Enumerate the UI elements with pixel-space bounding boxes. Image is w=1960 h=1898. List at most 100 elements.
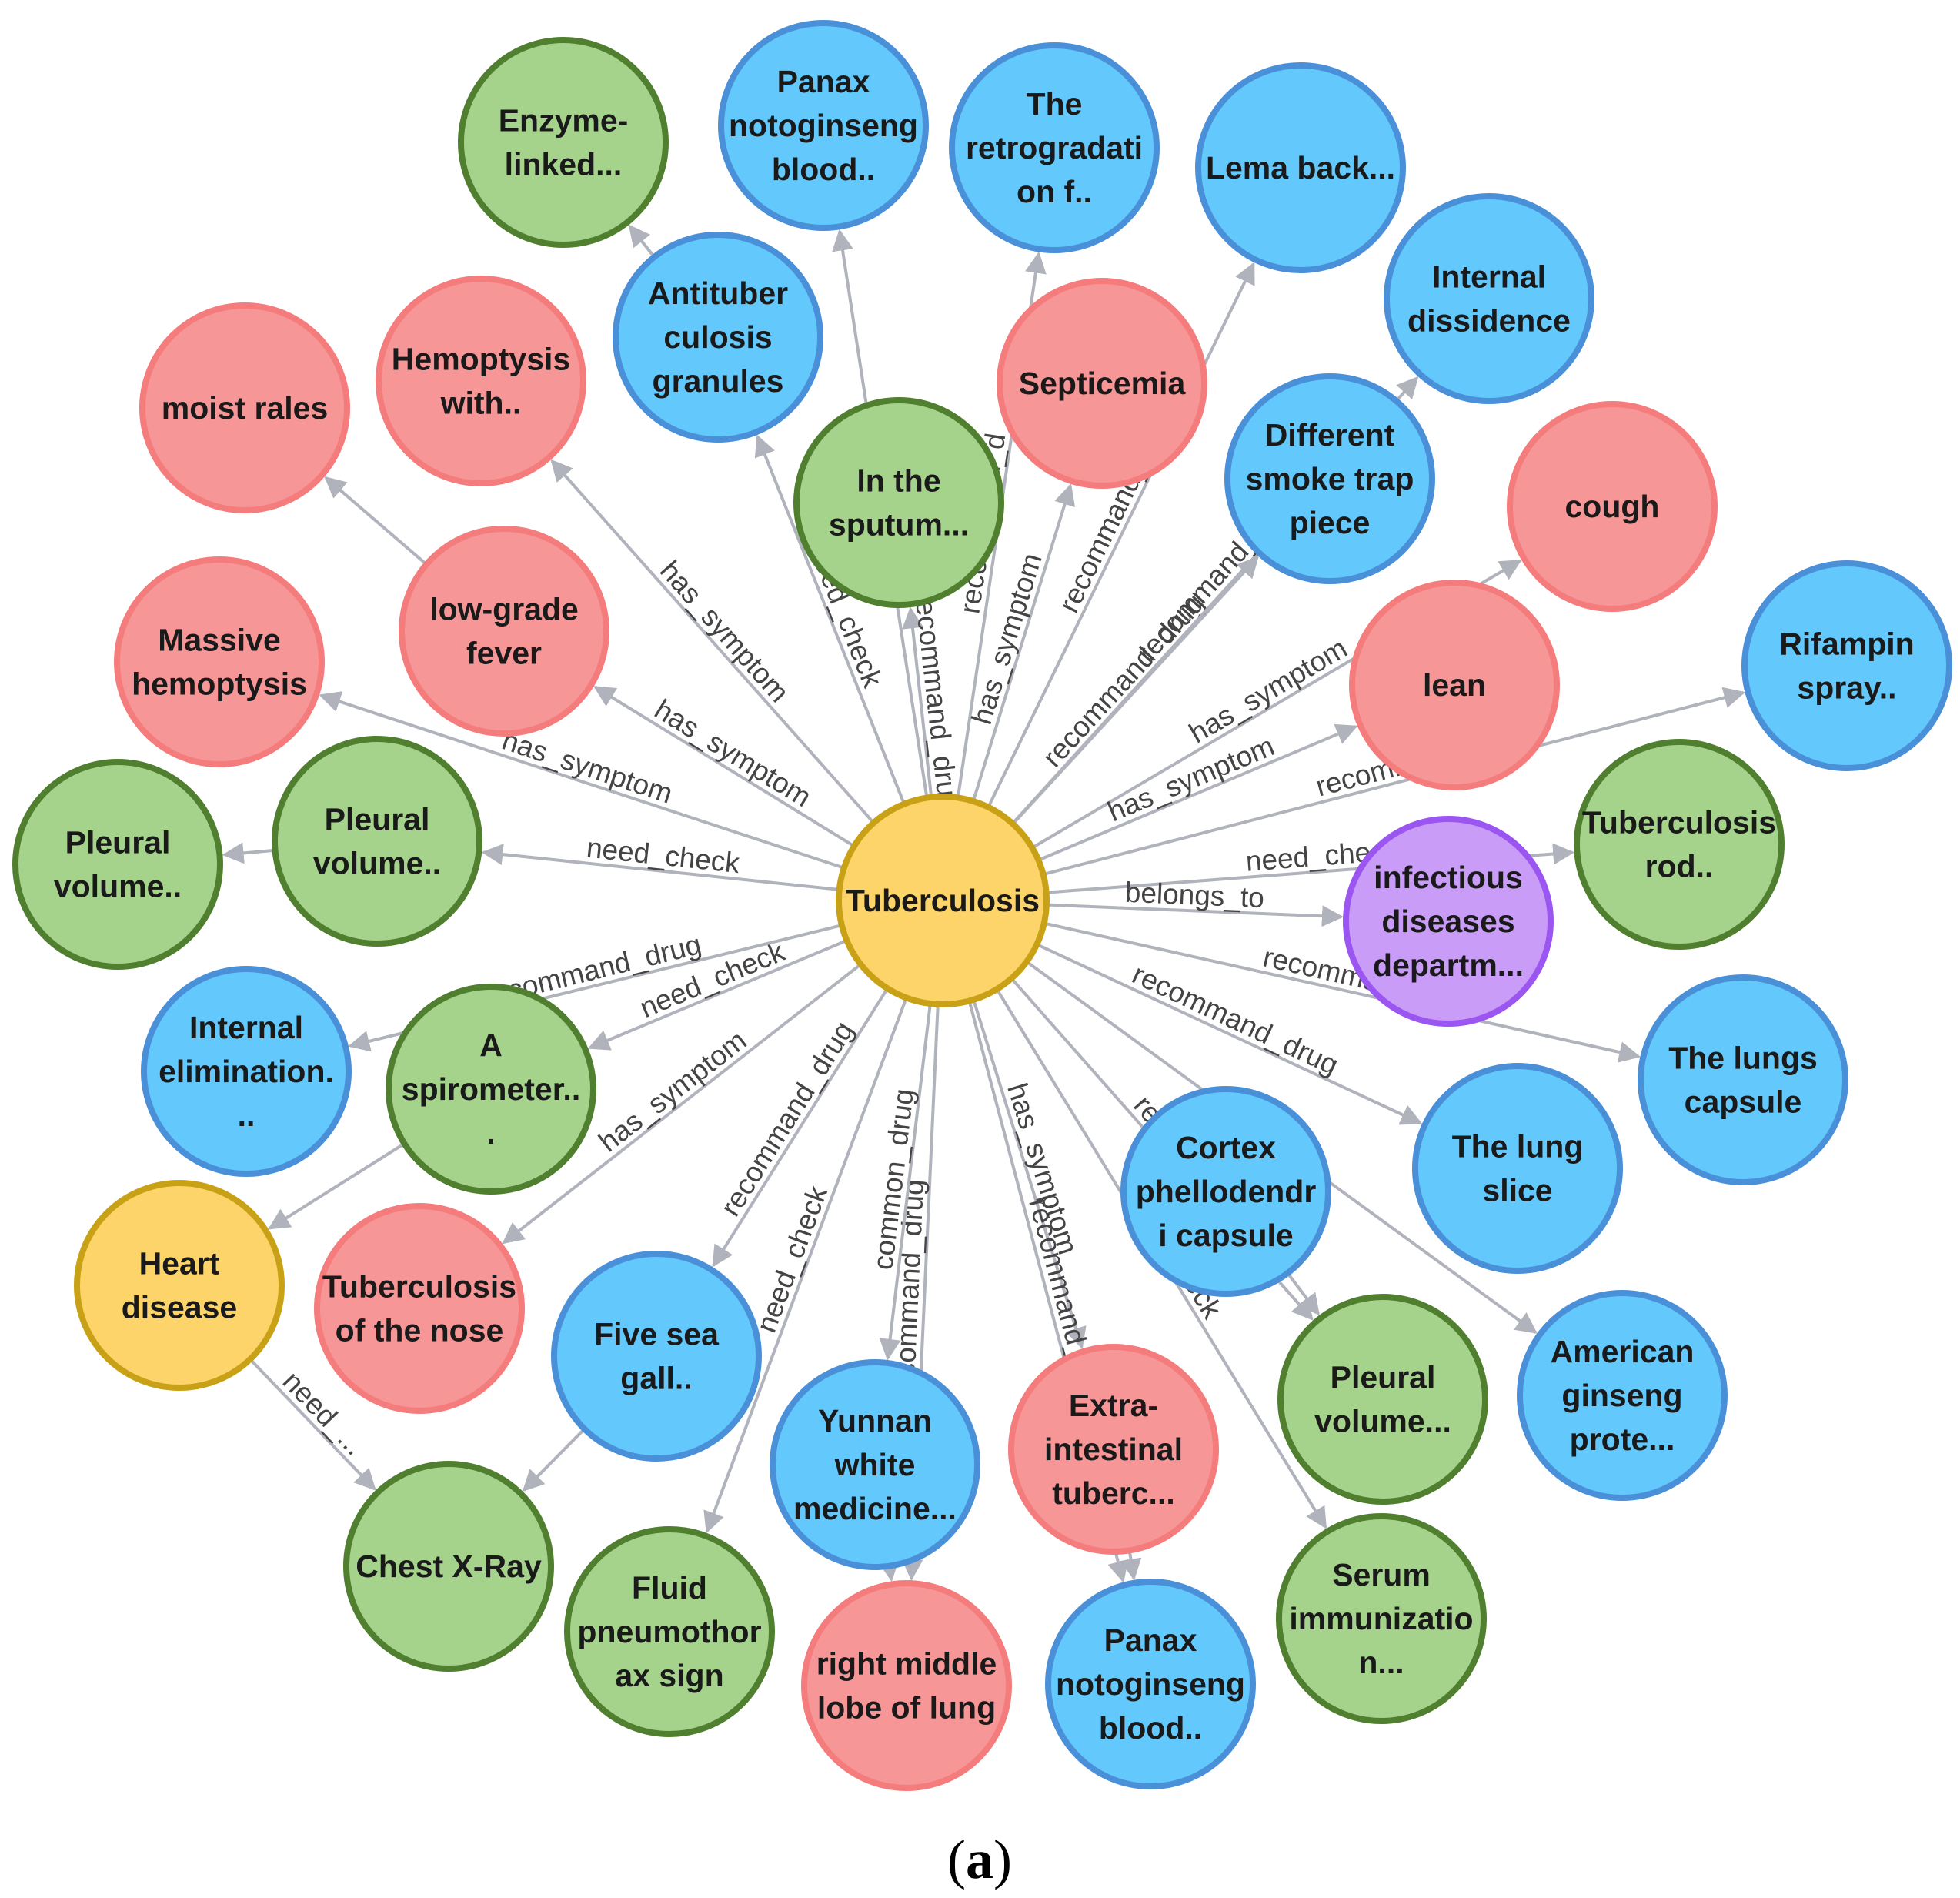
node-circle [718, 20, 929, 231]
node-label: cough [1565, 489, 1660, 524]
edge-label: need_check [750, 1181, 833, 1337]
edge-Tuberculosis-fluid [703, 997, 908, 1534]
node-enzyme[interactable]: Enzyme-linked... [458, 37, 669, 248]
node-label: departm... [1373, 947, 1524, 983]
node-label: Pleural [325, 802, 430, 837]
node-label: Tuberculosis [1582, 805, 1776, 840]
node-label: pneumothor [577, 1614, 761, 1649]
node-sputum[interactable]: In thesputum... [793, 397, 1004, 608]
edge-Tuberculosis-sputum [902, 606, 933, 798]
edge-label: has_symptom [1184, 632, 1352, 749]
node-cough[interactable]: cough [1507, 401, 1718, 612]
node-circle [551, 1251, 762, 1462]
node-american[interactable]: Americanginsengprote... [1517, 1290, 1728, 1501]
edge-antituber-enzyme [628, 224, 656, 259]
node-label: volume.. [313, 846, 441, 881]
node-label: Enzyme- [499, 103, 629, 139]
node-septicemia[interactable]: Septicemia [997, 278, 1207, 489]
node-label: In the [856, 463, 940, 499]
node-circle [1008, 1344, 1219, 1555]
node-label: dissidence [1407, 303, 1571, 339]
node-circle [564, 1526, 775, 1737]
node-label: granules [653, 363, 784, 399]
node-label: medicine... [793, 1491, 957, 1526]
node-label: infectious [1374, 860, 1523, 895]
node-yunnan[interactable]: Yunnanwhitemedicine... [770, 1359, 980, 1570]
node-label: blood.. [772, 152, 875, 187]
node-label: Hemoptysis [392, 342, 570, 377]
node-label: i capsule [1158, 1218, 1293, 1253]
edge-Tuberculosis-spirometer [587, 939, 848, 1051]
caption-open: ( [947, 1829, 966, 1890]
edge-label: belongs_to [1124, 877, 1265, 914]
edge-Tuberculosis-infectious [1046, 903, 1344, 927]
node-circle [376, 276, 586, 486]
node-circle [836, 794, 1050, 1007]
node-circle [141, 966, 352, 1177]
node-label: with.. [440, 386, 522, 421]
edge-five_sea-chest [522, 1428, 586, 1492]
node-circle [1343, 816, 1554, 1027]
node-label: n... [1358, 1645, 1404, 1680]
edge-label: has_symptom [654, 555, 796, 708]
node-circle [1045, 1579, 1256, 1789]
node-label: diseases [1381, 904, 1514, 939]
edge-label: has_symptom [1104, 730, 1279, 827]
edge-Tuberculosis-extra [972, 999, 1087, 1349]
node-label: Internal [189, 1010, 303, 1045]
node-pleural_inner[interactable]: Pleural volume.. [272, 736, 482, 947]
node-label: Panax [1104, 1622, 1197, 1658]
node-circle [458, 37, 669, 248]
node-serum[interactable]: Serumimmunization... [1276, 1513, 1487, 1724]
node-moist[interactable]: moist rales [139, 302, 350, 513]
node-spirometer[interactable]: Aspirometer... [386, 984, 596, 1195]
node-label: Antituber [648, 276, 788, 311]
node-circle [949, 42, 1160, 253]
node-label: lean [1423, 667, 1486, 703]
node-internal_elim[interactable]: Internalelimination... [141, 966, 352, 1177]
node-circle [1224, 373, 1435, 584]
node-label: Fluid [632, 1570, 707, 1606]
node-label: intestinal [1044, 1432, 1183, 1467]
node-infectious[interactable]: infectious diseases departm... [1343, 816, 1554, 1027]
node-lean[interactable]: lean [1349, 580, 1560, 790]
node-label: elimination. [159, 1054, 334, 1089]
node-circle [114, 556, 325, 767]
node-label: white [834, 1447, 916, 1482]
node-label: lobe of lung [817, 1690, 996, 1726]
node-extra[interactable]: Extra-intestinaltuberc... [1008, 1344, 1219, 1555]
node-label: Different [1265, 417, 1395, 453]
node-label: low-grade [429, 592, 579, 627]
node-label: spray.. [1797, 670, 1896, 706]
node-circle [343, 1461, 554, 1672]
node-circle [801, 1580, 1012, 1791]
node-circle [272, 736, 482, 947]
node-pleural_br[interactable]: Pleuralvolume... [1277, 1294, 1488, 1505]
node-chest[interactable]: Chest X-Ray [343, 1461, 554, 1672]
node-hemoptysis_with[interactable]: Hemoptysis with.. [376, 276, 586, 486]
edge-Tuberculosis-five_sea [712, 987, 889, 1268]
edge-Tuberculosis-lungs_capsule [1043, 921, 1641, 1063]
node-Tuberculosis[interactable]: Tuberculosis [836, 794, 1050, 1007]
node-label: Five sea [594, 1317, 720, 1352]
node-lema[interactable]: Lema back... [1195, 62, 1406, 273]
